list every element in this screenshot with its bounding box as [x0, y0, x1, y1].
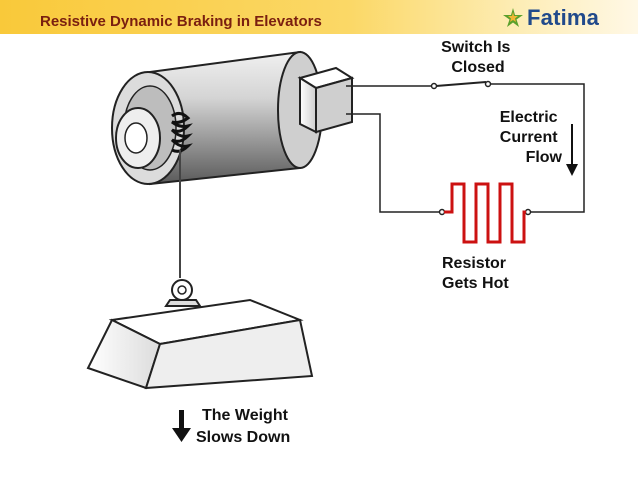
fatima-logo: Fatima	[502, 5, 600, 30]
down-arrow-icon	[172, 410, 191, 442]
slide-title: Resistive Dynamic Braking in Elevators	[40, 13, 322, 30]
switch-label: Switch Is Closed	[441, 39, 515, 76]
leaf-star-icon	[503, 8, 523, 27]
resistor-label: Resistor Gets Hot	[442, 255, 510, 292]
weight-label: The Weight Slows Down	[196, 407, 292, 446]
resistor	[438, 182, 532, 244]
header-bar	[0, 0, 638, 34]
motor	[111, 50, 323, 186]
terminal-box	[297, 66, 355, 134]
weight	[86, 279, 314, 390]
logo-text: Fatima	[527, 5, 600, 30]
wiring	[346, 80, 585, 213]
current-arrow	[566, 124, 578, 176]
current-label: Electric Current Flow	[500, 109, 563, 166]
